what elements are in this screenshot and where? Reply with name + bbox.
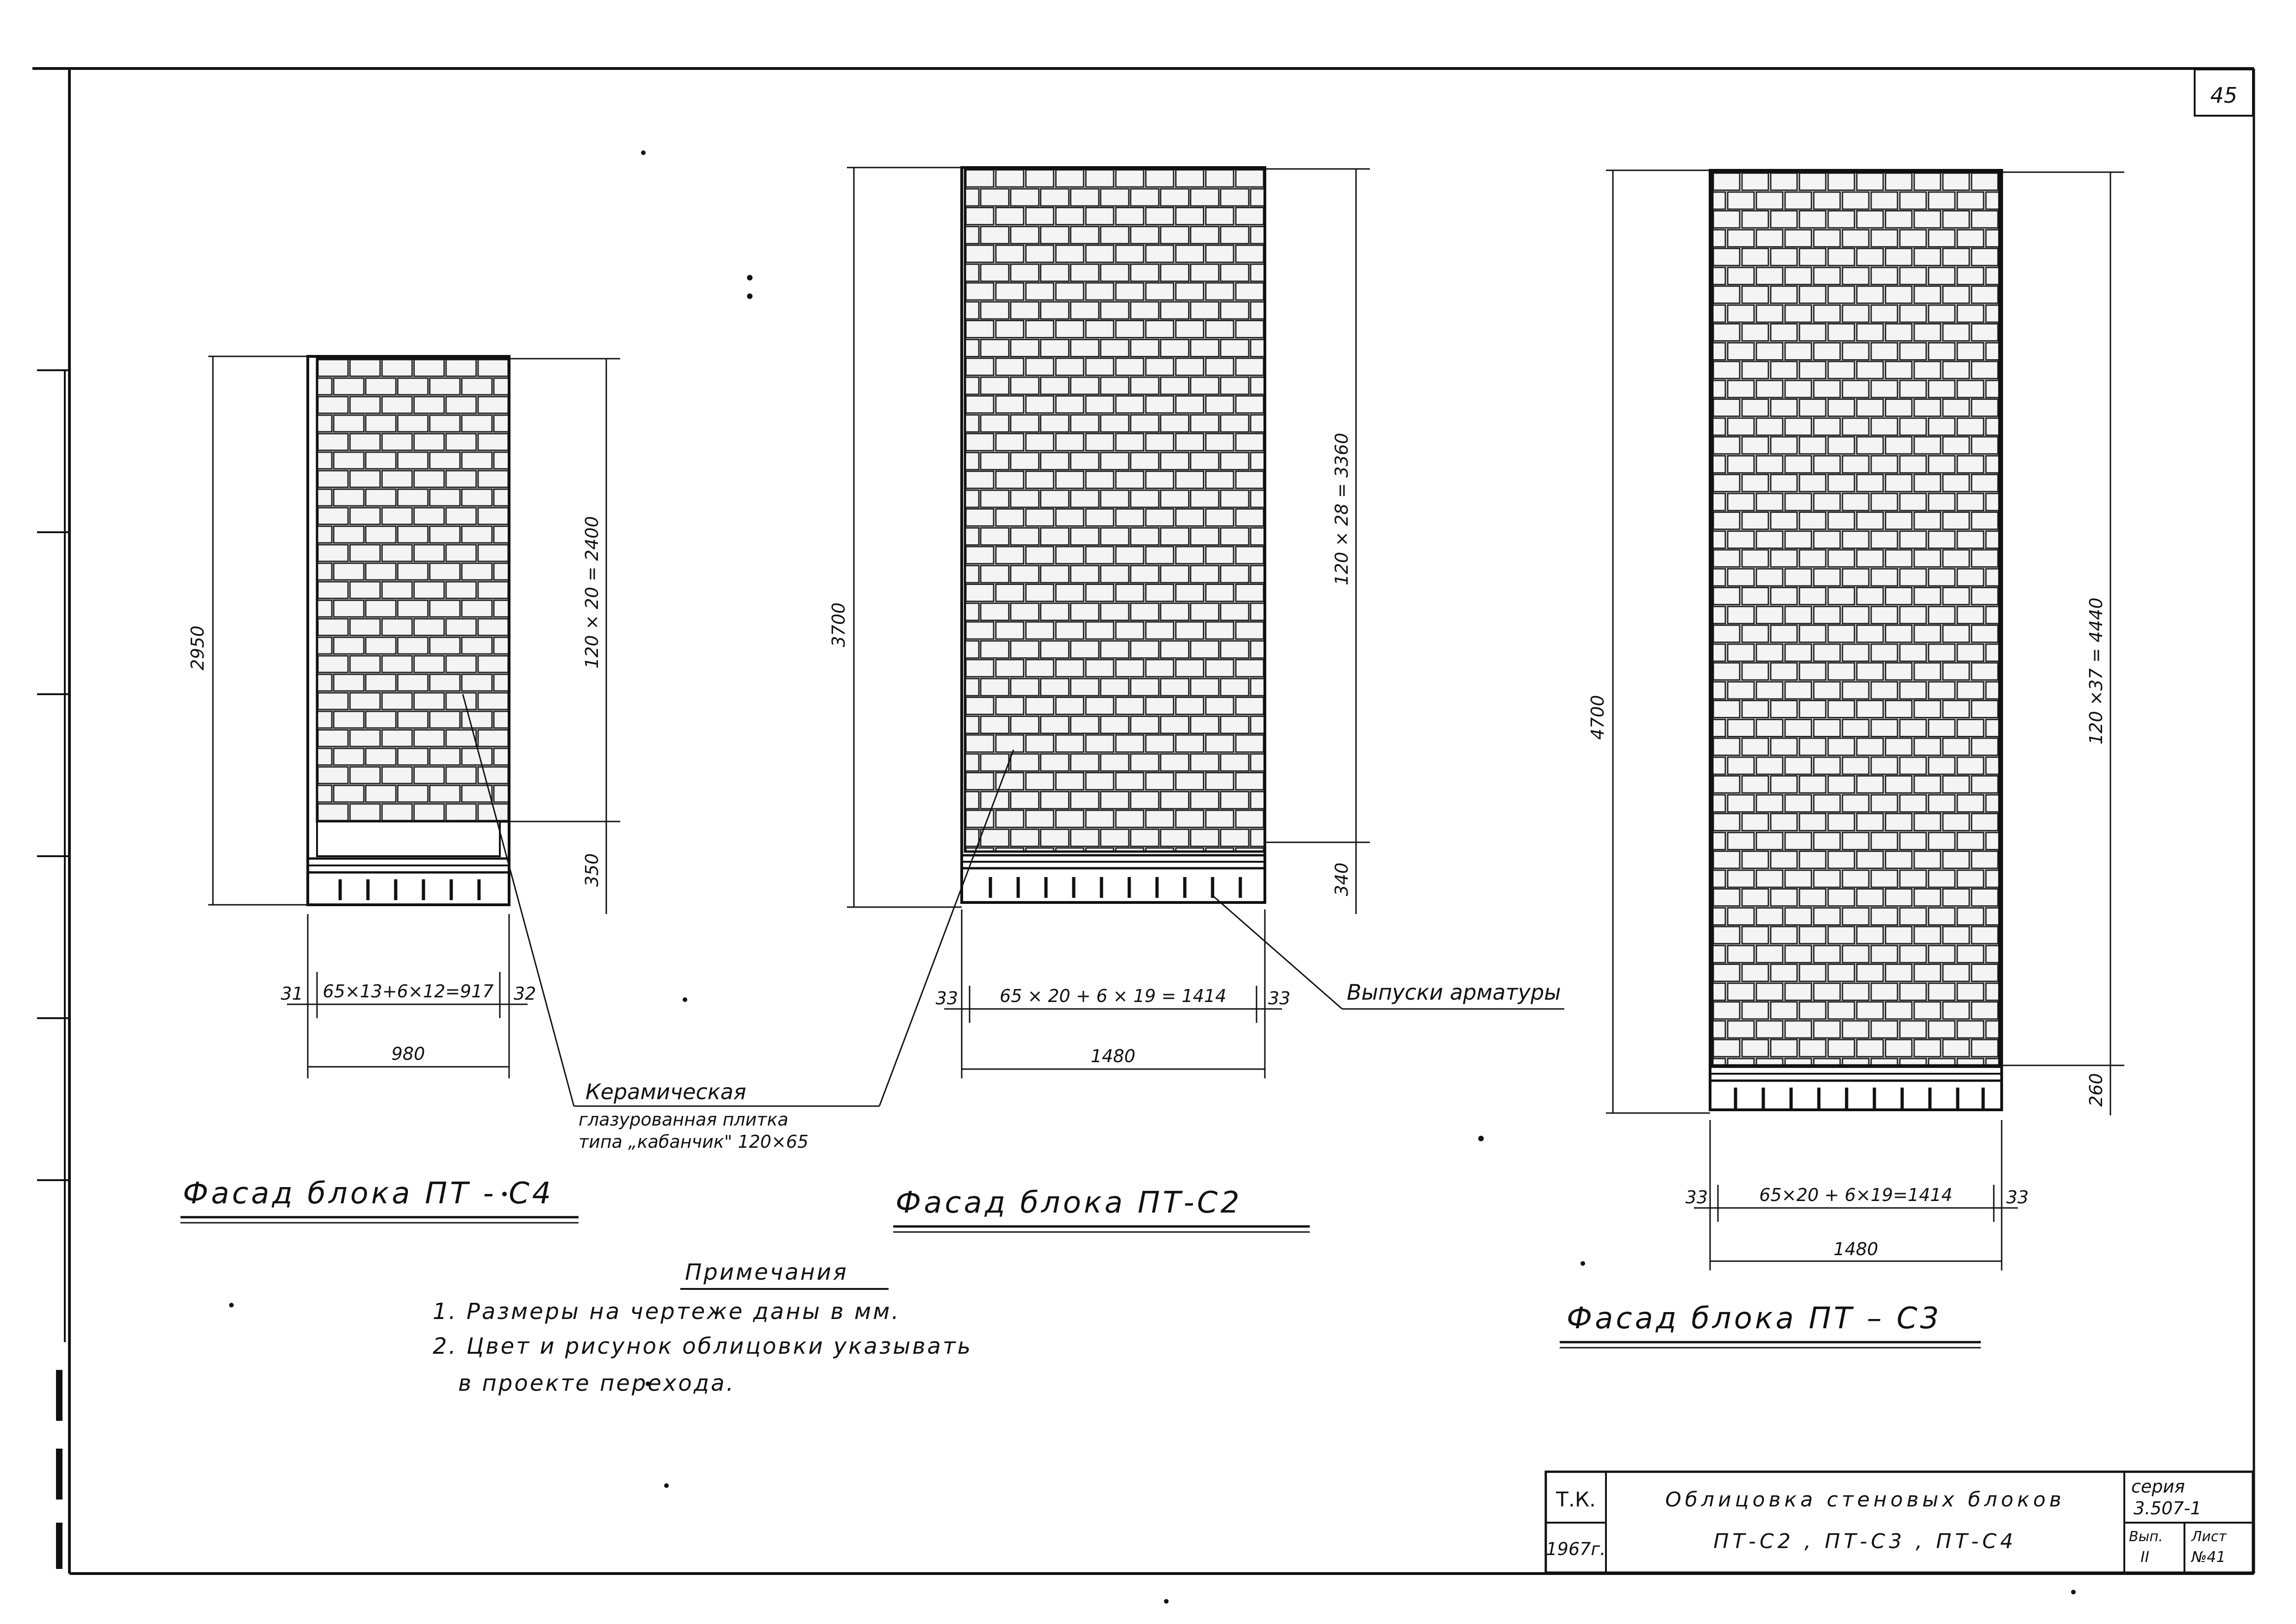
- dim-tile-height-pt-c3: 120 ×37 = 4440: [2086, 597, 2106, 745]
- dimensions-pt-c2: [847, 167, 1370, 1078]
- block-pt-c2: 3700 120 × 28 = 3360 340 33 65 × 20 + 6 …: [828, 166, 1370, 1233]
- block-outline-pt-c4: [306, 355, 510, 906]
- title-pt-c2: Фасад блока ПТ-С2: [896, 1186, 1242, 1220]
- dim-base-height-pt-c4: 350: [582, 853, 602, 887]
- stamp-sheet-value: №41: [2190, 1548, 2226, 1566]
- tile-field-pt-c2: [964, 168, 1266, 853]
- tile-callout-line1: Керамическая: [585, 1079, 746, 1104]
- dim-height-total-pt-c4: 2950: [187, 626, 208, 671]
- notes: Примечания 1. Размеры на чертеже даны в …: [433, 1259, 972, 1396]
- title-block: Т.К. 1967г. Облицовка стеновых блоков ПТ…: [1544, 1470, 2254, 1574]
- rebar-outlets-pt-c2: [989, 877, 1242, 898]
- notes-heading: Примечания: [685, 1259, 848, 1285]
- dim-width-total-pt-c3: 1480: [1834, 1239, 1879, 1259]
- tile-callout-line3: типа „кабанчик" 120×65: [579, 1132, 809, 1152]
- rebar-callout-label: Выпуски арматуры: [1347, 980, 1561, 1005]
- dim-width-total-pt-c2: 1480: [1091, 1046, 1136, 1066]
- rebar-outlets-pt-c4: [338, 879, 481, 900]
- dim-base-height-pt-c3: 260: [2086, 1073, 2106, 1107]
- dim-edge-right-pt-c3: 33: [2006, 1187, 2028, 1207]
- sheet-frame: [32, 67, 2255, 1575]
- rebar-callout: Выпуски арматуры: [1212, 895, 1564, 1010]
- note-item-1: 1. Размеры на чертеже даны в мм.: [433, 1299, 901, 1325]
- sheet-number-box: 45: [2194, 68, 2254, 117]
- stamp-series-label: серия: [2131, 1476, 2185, 1497]
- dim-edge-right-pt-c2: 33: [1268, 988, 1290, 1008]
- dim-width-inner-pt-c3: 65×20 + 6×19=1414: [1759, 1185, 1952, 1205]
- dim-tile-height-pt-c4: 120 × 20 = 2400: [582, 516, 602, 669]
- sheet-number: 45: [2210, 83, 2238, 108]
- tile-field-pt-c4: [316, 357, 510, 823]
- dim-edge-right-pt-c4: 32: [514, 983, 536, 1004]
- dim-width-inner-pt-c2: 65 × 20 + 6 × 19 = 1414: [1000, 986, 1226, 1006]
- scan-specks: [229, 150, 2076, 1604]
- stamp-issue-value: II: [2140, 1548, 2149, 1566]
- tile-callout: Керамическая глазурованная плитка типа „…: [462, 694, 1014, 1152]
- stamp-series-value: 3.507-1: [2134, 1498, 2202, 1518]
- dim-height-total-pt-c2: 3700: [828, 603, 849, 647]
- block-outline-pt-c2: [960, 166, 1266, 904]
- dim-width-inner-pt-c4: 65×13+6×12=917: [323, 981, 493, 1002]
- stamp-issue-label: Вып.: [2129, 1529, 2163, 1545]
- block-outline-pt-c3: [1709, 169, 2003, 1111]
- title-pt-c3: Фасад блока ПТ – С3: [1567, 1301, 1941, 1336]
- note-item-2: 2. Цвет и рисунок облицовки указывать: [433, 1333, 972, 1359]
- stamp-year: 1967г.: [1546, 1539, 1606, 1559]
- dim-tile-height-pt-c2: 120 × 28 = 3360: [1332, 433, 1352, 585]
- dim-edge-left-pt-c4: 31: [281, 983, 303, 1004]
- dim-edge-left-pt-c3: 33: [1686, 1187, 1708, 1207]
- rebar-outlets-pt-c3: [1734, 1088, 1985, 1108]
- dimensions-pt-c4: [208, 355, 620, 1078]
- dimensions-pt-c3: [1606, 169, 2124, 1270]
- tile-callout-line2: глазурованная плитка: [579, 1109, 788, 1130]
- stamp-sheet-label: Лист: [2191, 1529, 2228, 1545]
- dim-base-height-pt-c2: 340: [1332, 863, 1352, 896]
- dim-edge-left-pt-c2: 33: [936, 988, 958, 1008]
- dim-height-total-pt-c3: 4700: [1587, 695, 1608, 740]
- block-pt-c4: 2950 120 × 20 = 2400 350 31 65×13+6×12=9…: [180, 355, 620, 1224]
- stamp-org: Т.К.: [1556, 1488, 1596, 1512]
- stamp-title-line1: Облицовка стеновых блоков: [1665, 1488, 2065, 1512]
- note-item-3: в проекте перехода.: [458, 1370, 735, 1396]
- title-pt-c4: Фасад блока ПТ - С4: [183, 1176, 554, 1211]
- plain-band-pt-c4: [316, 821, 501, 857]
- tile-field-pt-c3: [1711, 171, 2001, 1067]
- stamp-title-line2: ПТ-С2 , ПТ-С3 , ПТ-С4: [1713, 1530, 2017, 1553]
- dim-width-total-pt-c4: 980: [392, 1044, 425, 1064]
- block-pt-c3: 4700 120 ×37 = 4440 260 33 65×20 + 6×19=…: [1560, 169, 2124, 1349]
